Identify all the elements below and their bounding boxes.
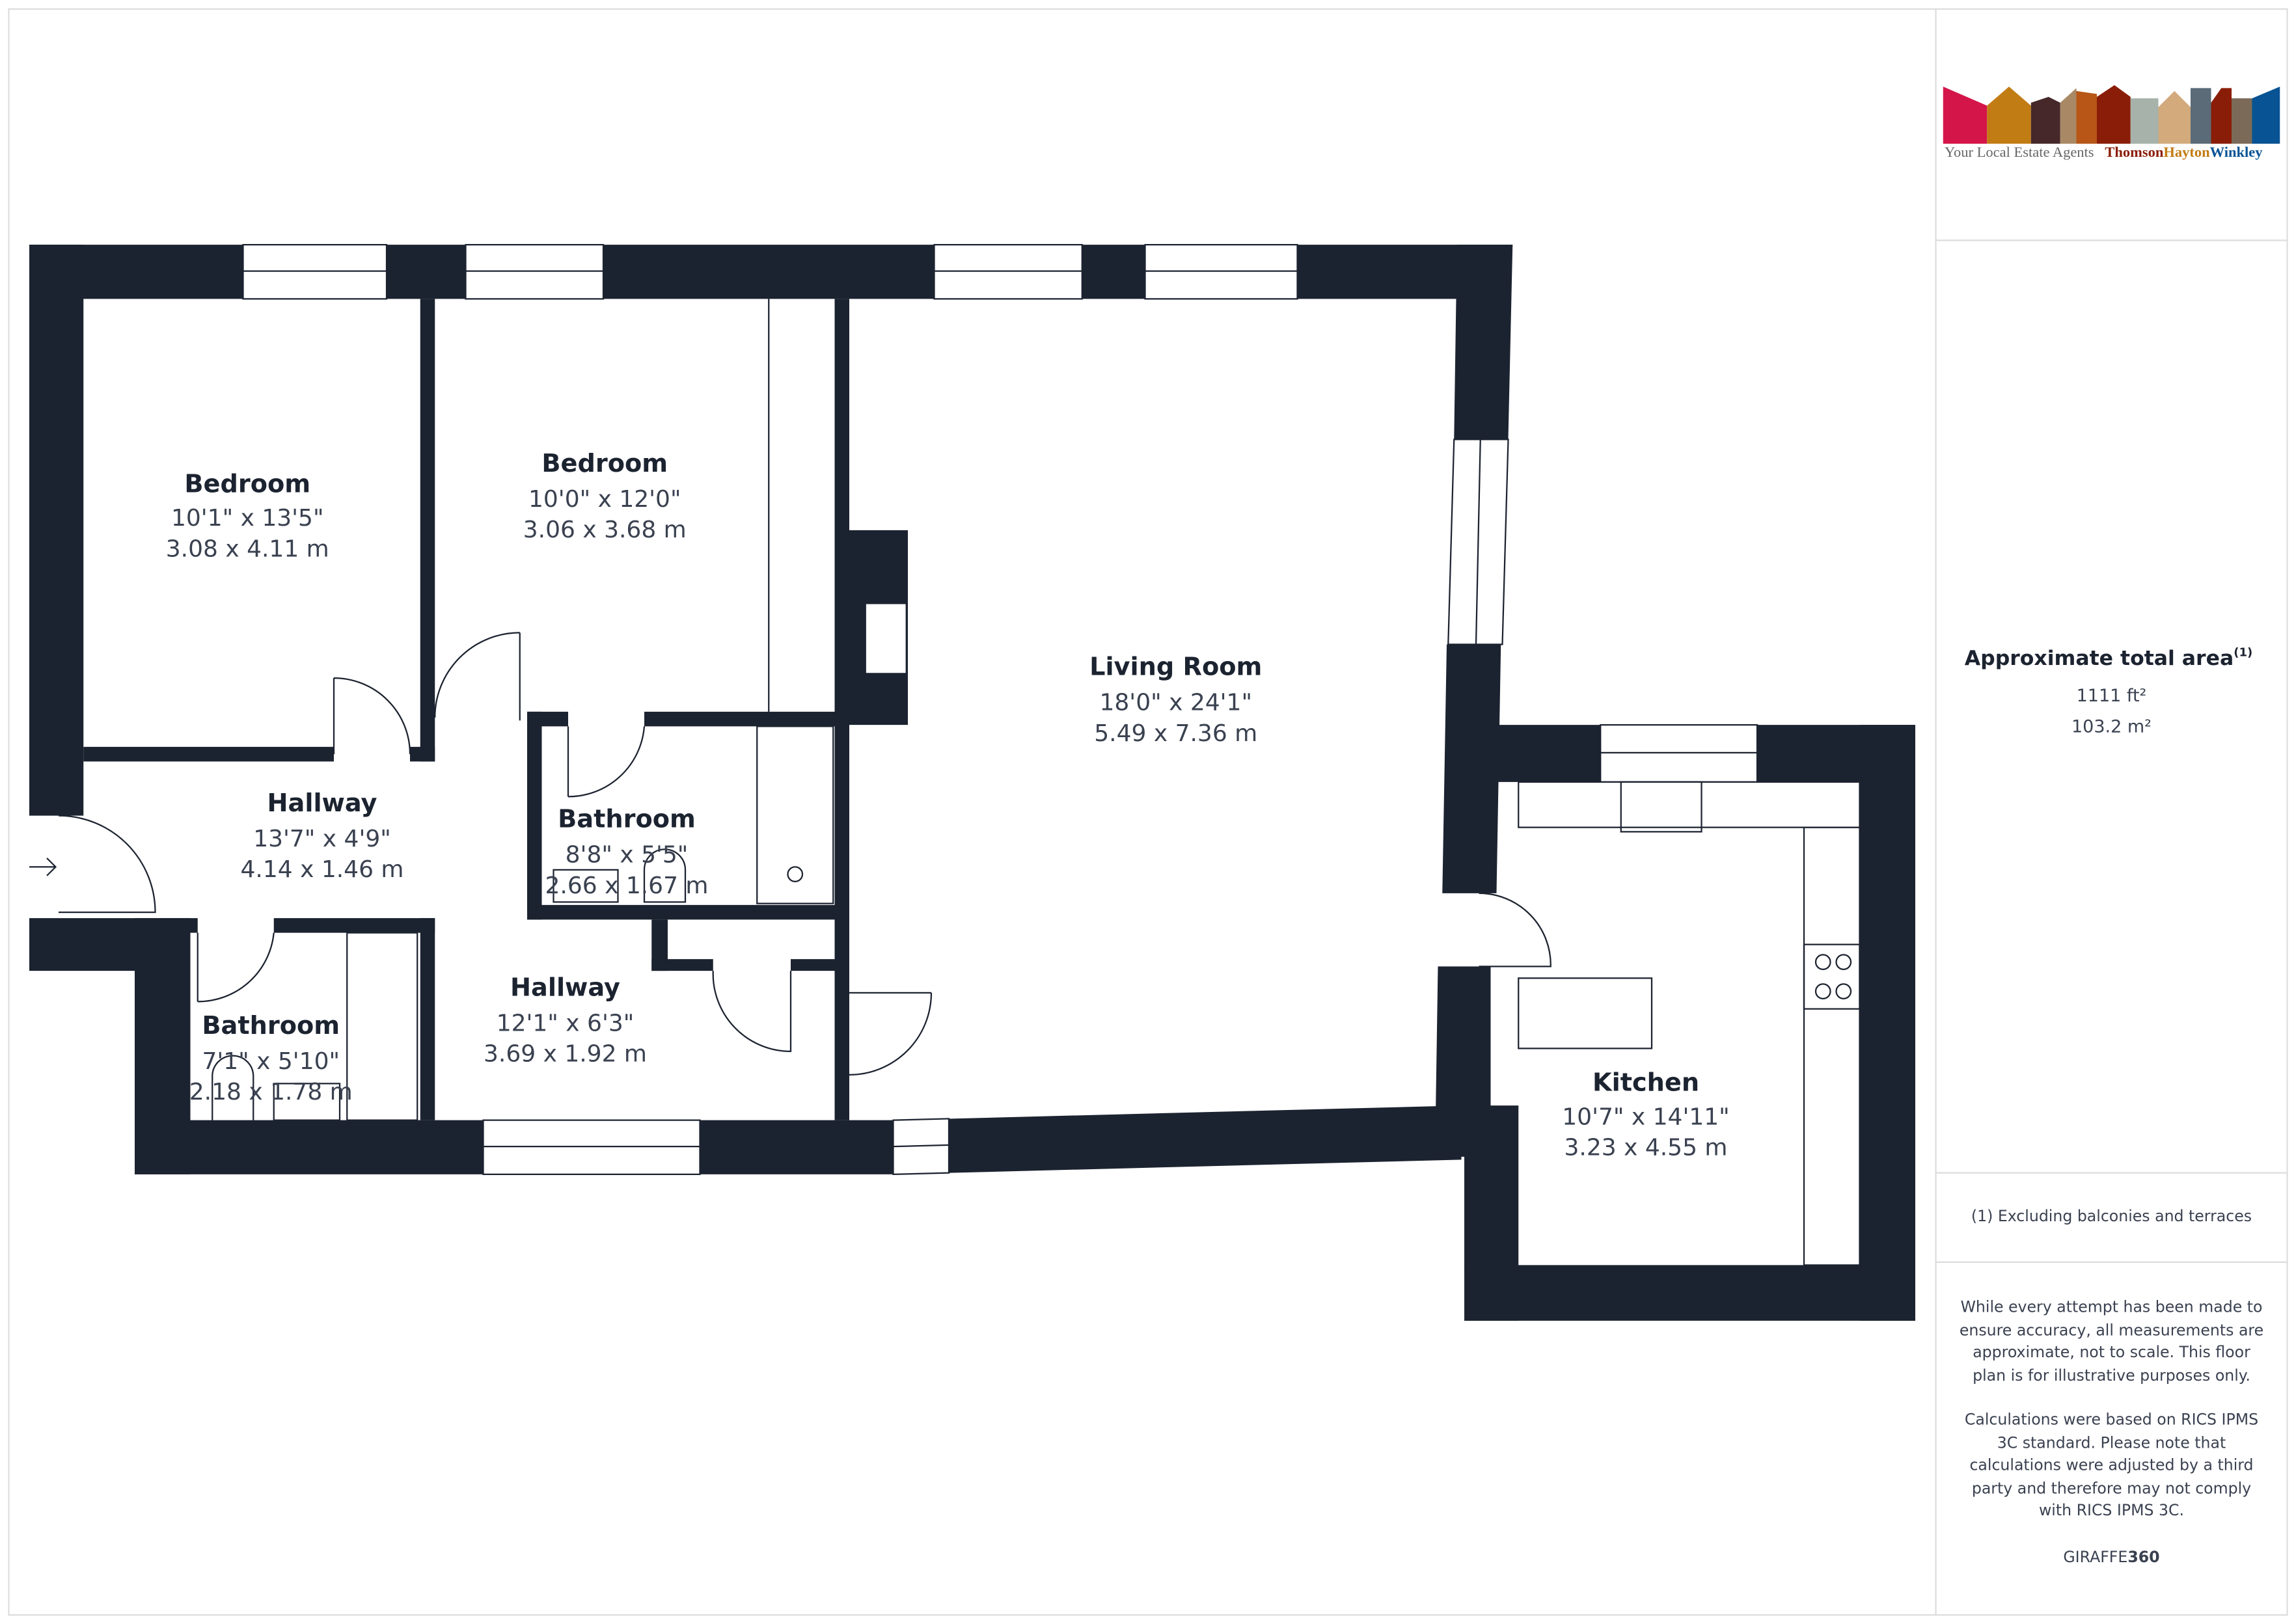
disclaimer-line: calculations were adjusted by a third (1969, 1455, 2253, 1474)
room-name: Living Room (1089, 653, 1262, 682)
room-name: Hallway (510, 973, 620, 1002)
room-dim-imperial: 7'1" x 5'10" (202, 1048, 340, 1075)
room-bedroom-1: Bedroom 10'1" x 13'5" 3.08 x 4.11 m (166, 469, 329, 562)
room-dim-metric: 2.18 x 1.78 m (189, 1079, 353, 1105)
page-border (8, 8, 2288, 1616)
room-name: Bathroom (558, 805, 696, 834)
room-dim-metric: 3.08 x 4.11 m (166, 535, 329, 562)
logo-house (2097, 85, 2131, 144)
room-dim-imperial: 10'7" x 14'11" (1562, 1103, 1729, 1130)
room-name: Bathroom (202, 1011, 340, 1040)
room-bedroom-2: Bedroom 10'0" x 12'0" 3.06 x 3.68 m (523, 449, 687, 543)
walls (29, 245, 1915, 1321)
agent-logo: Your Local Estate Agents ThomsonHaytonWi… (1943, 85, 2280, 162)
room-bathroom-2: Bathroom 7'1" x 5'10" 2.18 x 1.78 m (189, 1011, 353, 1105)
room-dim-imperial: 8'8" x 5'5" (566, 842, 689, 869)
logo-house (2060, 88, 2077, 144)
disclaimer-line: 3C standard. Please note that (1997, 1434, 2226, 1452)
giraffe360-credit: GIRAFFE360 (2063, 1548, 2159, 1566)
disclaimer: While every attempt has been made to ens… (1960, 1297, 2263, 1519)
logo-house (2030, 96, 2060, 144)
disclaimer-line: ensure accuracy, all measurements are (1960, 1321, 2263, 1339)
room-dim-metric: 5.49 x 7.36 m (1094, 720, 1257, 747)
area-m: 103.2 m² (2071, 716, 2152, 737)
disclaimer-line: with RICS IPMS 3C. (2039, 1501, 2184, 1519)
room-dim-metric: 3.69 x 1.92 m (484, 1041, 647, 1068)
disclaimer-line: While every attempt has been made to (1961, 1297, 2263, 1316)
room-dim-metric: 3.23 x 4.55 m (1564, 1135, 1727, 1161)
room-bathroom-1: Bathroom 8'8" x 5'5" 2.66 x 1.67 m (545, 805, 708, 899)
room-name: Kitchen (1592, 1068, 1699, 1098)
doors-fixtures (29, 299, 1861, 1266)
room-name: Bedroom (184, 469, 310, 498)
logo-house (2158, 90, 2191, 144)
logo-house (2211, 88, 2232, 144)
disclaimer-line: party and therefore may not comply (1972, 1479, 2251, 1497)
room-dim-imperial: 13'7" x 4'9" (253, 826, 391, 852)
room-hallway-1: Hallway 13'7" x 4'9" 4.14 x 1.46 m (240, 789, 403, 883)
footnote: (1) Excluding balconies and terraces (1971, 1207, 2252, 1225)
area-ft: 1111 ft² (2077, 686, 2147, 706)
windows (242, 243, 1758, 1176)
area-summary: Approximate total area(1) 1111 ft² 103.2… (1965, 645, 2252, 737)
disclaimer-line: Calculations were based on RICS IPMS (1965, 1411, 2258, 1429)
room-living-room: Living Room 18'0" x 24'1" 5.49 x 7.36 m (1089, 653, 1262, 747)
logo-house (2076, 90, 2097, 144)
area-title: Approximate total area(1) (1965, 645, 2252, 670)
room-dim-imperial: 10'1" x 13'5" (171, 505, 324, 532)
logo-house (2130, 98, 2159, 144)
logo-house (2252, 87, 2280, 144)
room-dim-imperial: 10'0" x 12'0" (528, 486, 681, 513)
logo-text: Your Local Estate Agents ThomsonHaytonWi… (1945, 135, 2263, 162)
room-name: Bedroom (541, 449, 668, 478)
logo-house (2232, 98, 2252, 144)
logo-houses (1943, 85, 2280, 144)
room-hallway-2: Hallway 12'1" x 6'3" 3.69 x 1.92 m (484, 973, 647, 1067)
entrance-arrow-icon (29, 858, 57, 876)
disclaimer-line: plan is for illustrative purposes only. (1973, 1366, 2250, 1385)
room-name: Hallway (267, 789, 377, 818)
room-kitchen: Kitchen 10'7" x 14'11" 3.23 x 4.55 m (1562, 1068, 1729, 1161)
room-dim-imperial: 18'0" x 24'1" (1099, 690, 1252, 716)
logo-house (1987, 87, 2031, 144)
logo-house (1943, 87, 1988, 144)
logo-house (2191, 88, 2211, 144)
room-dim-imperial: 12'1" x 6'3" (497, 1010, 635, 1036)
room-dim-metric: 4.14 x 1.46 m (240, 856, 403, 883)
room-dim-metric: 2.66 x 1.67 m (545, 873, 708, 899)
room-dim-metric: 3.06 x 3.68 m (523, 517, 687, 543)
disclaimer-line: approximate, not to scale. This floor (1973, 1343, 2250, 1361)
